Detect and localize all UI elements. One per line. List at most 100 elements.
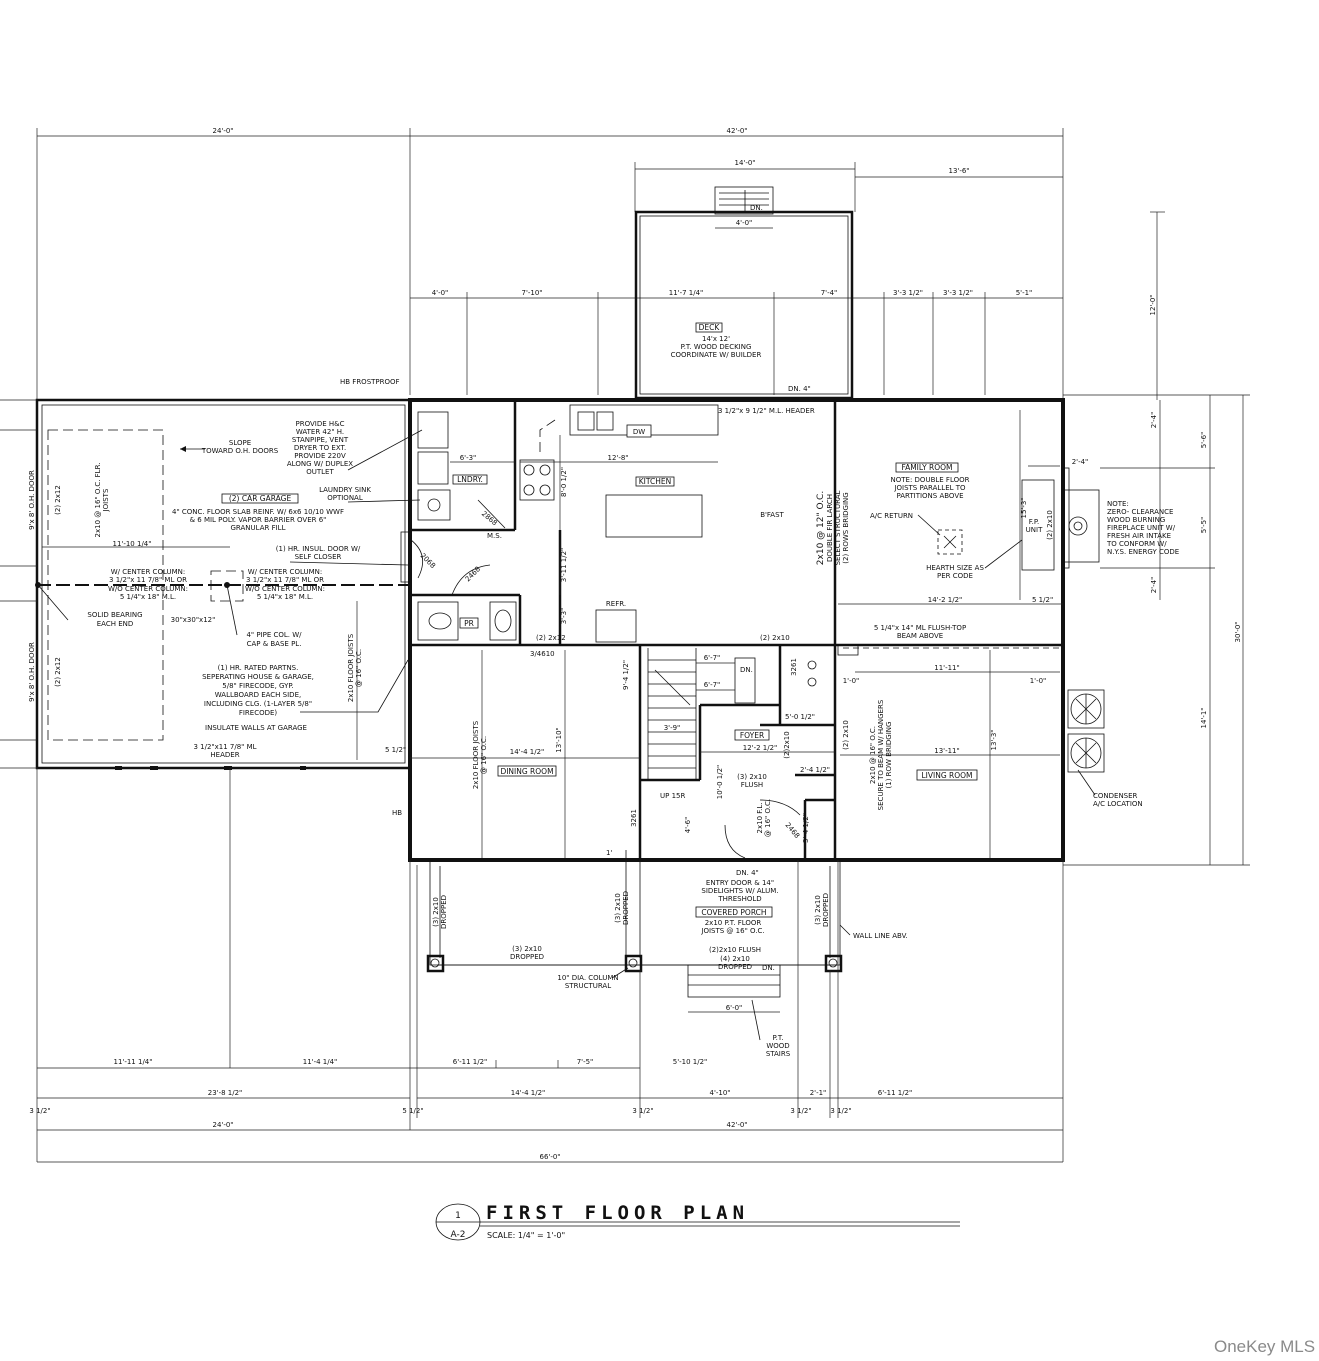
column-1: 10" DIA. COLUMN bbox=[557, 974, 618, 982]
covered-porch: 1' DN. 4" ENTRY DOOR & 14" SIDELIGHTS W/… bbox=[426, 849, 908, 1058]
slab-1: 4" CONC. FLOOR SLAB REINF. W/ 6x6 10/10 … bbox=[172, 508, 344, 516]
dim-porch-stair: 6'-0" bbox=[726, 1004, 743, 1012]
garage-header-b: (2) 2x12 bbox=[54, 657, 62, 687]
dim-family-w: 14'-2 1/2" bbox=[928, 596, 963, 604]
bd-total-garage: 24'-0" bbox=[212, 1121, 233, 1129]
bd-r1-4: 5'-10 1/2" bbox=[673, 1058, 708, 1066]
door-2068: 2068 bbox=[419, 552, 437, 570]
bd-total: 66'-0" bbox=[539, 1153, 560, 1161]
dim-stair-c: 3'-9" bbox=[664, 724, 681, 732]
garage-header-a: (2) 2x12 bbox=[54, 485, 62, 515]
pts-1: P.T. bbox=[772, 1034, 783, 1042]
flush-beam-1: 5 1/4"x 14" ML FLUSH-TOP bbox=[874, 624, 966, 632]
col-b-3: W/O CENTER COLUMN: bbox=[245, 585, 325, 593]
slope-1: SLOPE bbox=[229, 439, 251, 447]
room-family: FAMILY ROOM bbox=[901, 463, 952, 472]
dim-step-width: 4'-0" bbox=[736, 219, 753, 227]
bd-r3-1: 5 1/2" bbox=[402, 1107, 423, 1115]
drop-c-2: DROPPED bbox=[822, 893, 830, 927]
pipe-col-2: CAP & BASE PL. bbox=[247, 640, 302, 648]
pts-2: WOOD bbox=[766, 1042, 789, 1050]
dim-closet-w: 2'-4 1/2" bbox=[800, 766, 830, 774]
col-a-4: 5 1/4"x 18" M.L. bbox=[120, 593, 176, 601]
bd-r2-0: 23'-8 1/2" bbox=[208, 1089, 243, 1097]
bd-r1-0: 11'-11 1/4" bbox=[114, 1058, 153, 1066]
ms: M.S. bbox=[487, 532, 502, 540]
room-foyer: FOYER bbox=[740, 731, 764, 740]
room-deck: DECK bbox=[699, 323, 721, 332]
fpn-3: WOOD BURNING bbox=[1107, 516, 1165, 524]
footing: 30"x30"x12" bbox=[171, 616, 216, 624]
flj-2: @ 16" O.C. bbox=[764, 799, 772, 837]
dim-seg-2: 11'-7 1/4" bbox=[669, 289, 704, 297]
fn-1: NOTE: DOUBLE FLOOR bbox=[891, 476, 970, 484]
dim-r-d2: 5'-6" bbox=[1200, 432, 1208, 449]
dim-garage-col: 11'-10 1/4" bbox=[113, 540, 152, 548]
rear-header: 3 1/2"x 9 1/2" M.L. HEADER bbox=[718, 407, 815, 415]
room-living: LIVING ROOM bbox=[921, 771, 972, 780]
slope-2: TOWARD O.H. DOORS bbox=[201, 447, 279, 455]
room-dining: DINING ROOM bbox=[500, 767, 553, 776]
col-a-1: W/ CENTER COLUMN: bbox=[111, 568, 186, 576]
kitchen-2x10: (2) 2x10 bbox=[760, 634, 790, 642]
dim-living-d: 13'-3" bbox=[990, 729, 998, 750]
title-block: 1 A-2 FIRST FLOOR PLAN SCALE: 1/4" = 1'-… bbox=[435, 1202, 960, 1241]
dim-r-total: 30'-0" bbox=[1234, 621, 1242, 642]
hearth-1: HEARTH SIZE AS bbox=[926, 564, 984, 572]
drop-d-1: (3) 2x10 bbox=[512, 945, 542, 953]
dim-deck-width: 14'-0" bbox=[734, 159, 755, 167]
right-dimensions: 2'-4" 5'-6" 5'-5" 2'-4" 30'-0" 14'-1" bbox=[1063, 394, 1250, 866]
house-walls bbox=[400, 398, 1070, 862]
living-room-area: 11'-11" 1'-0" 1'-0" 13'-11" 13'-3" 2x10 … bbox=[840, 650, 1143, 858]
bd-r2-1: 14'-4 1/2" bbox=[511, 1089, 546, 1097]
drop-a-1: (3) 2x10 bbox=[432, 897, 440, 927]
bd-total-house: 42'-0" bbox=[726, 1121, 747, 1129]
fp-unit-2: UNIT bbox=[1026, 526, 1043, 534]
porch-dn: DN. bbox=[762, 964, 775, 972]
col-b-1: W/ CENTER COLUMN: bbox=[248, 568, 323, 576]
lj-1: 2x10 @ 16" O.C. bbox=[869, 726, 877, 784]
room-porch: COVERED PORCH bbox=[701, 908, 766, 917]
dim-dining-w: 14'-4 1/2" bbox=[510, 748, 545, 756]
hb-frostproof: HB FROSTPROOF bbox=[340, 378, 400, 386]
garage-header-1: 3 1/2"x11 7/8" ML bbox=[193, 743, 256, 751]
fpn-1: NOTE: bbox=[1107, 500, 1129, 508]
j12-3: SELECT STRUCTURAL bbox=[834, 490, 842, 565]
dim-kitchen-w: 12'-8" bbox=[607, 454, 628, 462]
dim-garage-width: 24'-0" bbox=[212, 127, 233, 135]
sheet-number: A-2 bbox=[451, 1230, 466, 1240]
column-2: STRUCTURAL bbox=[565, 982, 611, 990]
fpn-5: FRESH AIR INTAKE bbox=[1107, 532, 1171, 540]
door-3261: 3261 bbox=[630, 809, 638, 827]
hc-6: ALONG W/ DUPLEX bbox=[287, 460, 353, 468]
fpn-6: TO CONFORM W/ bbox=[1106, 540, 1167, 548]
dim-seg-3: 7'-4" bbox=[821, 289, 838, 297]
dim-foyer-w: 12'-2 1/2" bbox=[743, 744, 778, 752]
door-3261b: 3261 bbox=[790, 658, 798, 676]
dim-seg-1: 7'-10" bbox=[521, 289, 542, 297]
dbl-2x10: (2)2x10 bbox=[783, 731, 791, 758]
wall-line: WALL LINE ABV. bbox=[853, 932, 908, 940]
pj-1: 2x10 P.T. FLOOR bbox=[705, 919, 762, 927]
bd-r2-2: 4'-10" bbox=[709, 1089, 730, 1097]
stair-dn: DN. bbox=[740, 666, 753, 674]
dim-dining-d: 13'-10" bbox=[555, 727, 563, 752]
room-laundry: LNDRY. bbox=[457, 475, 483, 484]
insulate: INSULATE WALLS AT GARAGE bbox=[205, 724, 307, 732]
pts-3: STAIRS bbox=[766, 1050, 791, 1058]
detail-number: 1 bbox=[455, 1211, 461, 1221]
bottom-dimensions: 11'-11 1/4" 11'-4 1/4" 6'-11 1/2" 7'-5" … bbox=[29, 768, 1064, 1163]
up-15r: UP 15R bbox=[660, 792, 685, 800]
drawing-title: FIRST FLOOR PLAN bbox=[486, 1202, 749, 1224]
bd-r3-2: 3 1/2" bbox=[632, 1107, 653, 1115]
dim-stair-b: 6'-7" bbox=[704, 681, 721, 689]
foyer-area: DN. 6'-7" 6'-7" 3'-9" 9'-4 1/2" UP 15R F… bbox=[622, 644, 1060, 859]
room-bfast: B'FAST bbox=[760, 511, 784, 519]
drawing-scale: SCALE: 1/4" = 1'-0" bbox=[487, 1231, 565, 1240]
col-b-4: 5 1/4"x 18" M.L. bbox=[257, 593, 313, 601]
dim-fp-off: 5 1/2" bbox=[1032, 596, 1053, 604]
flush-beam-2: BEAM ABOVE bbox=[897, 632, 943, 640]
deck-step-dn: DN. bbox=[750, 204, 763, 212]
dj-1: 2x10 FLOOR JOISTS bbox=[472, 720, 480, 789]
dw: DW bbox=[633, 428, 645, 436]
